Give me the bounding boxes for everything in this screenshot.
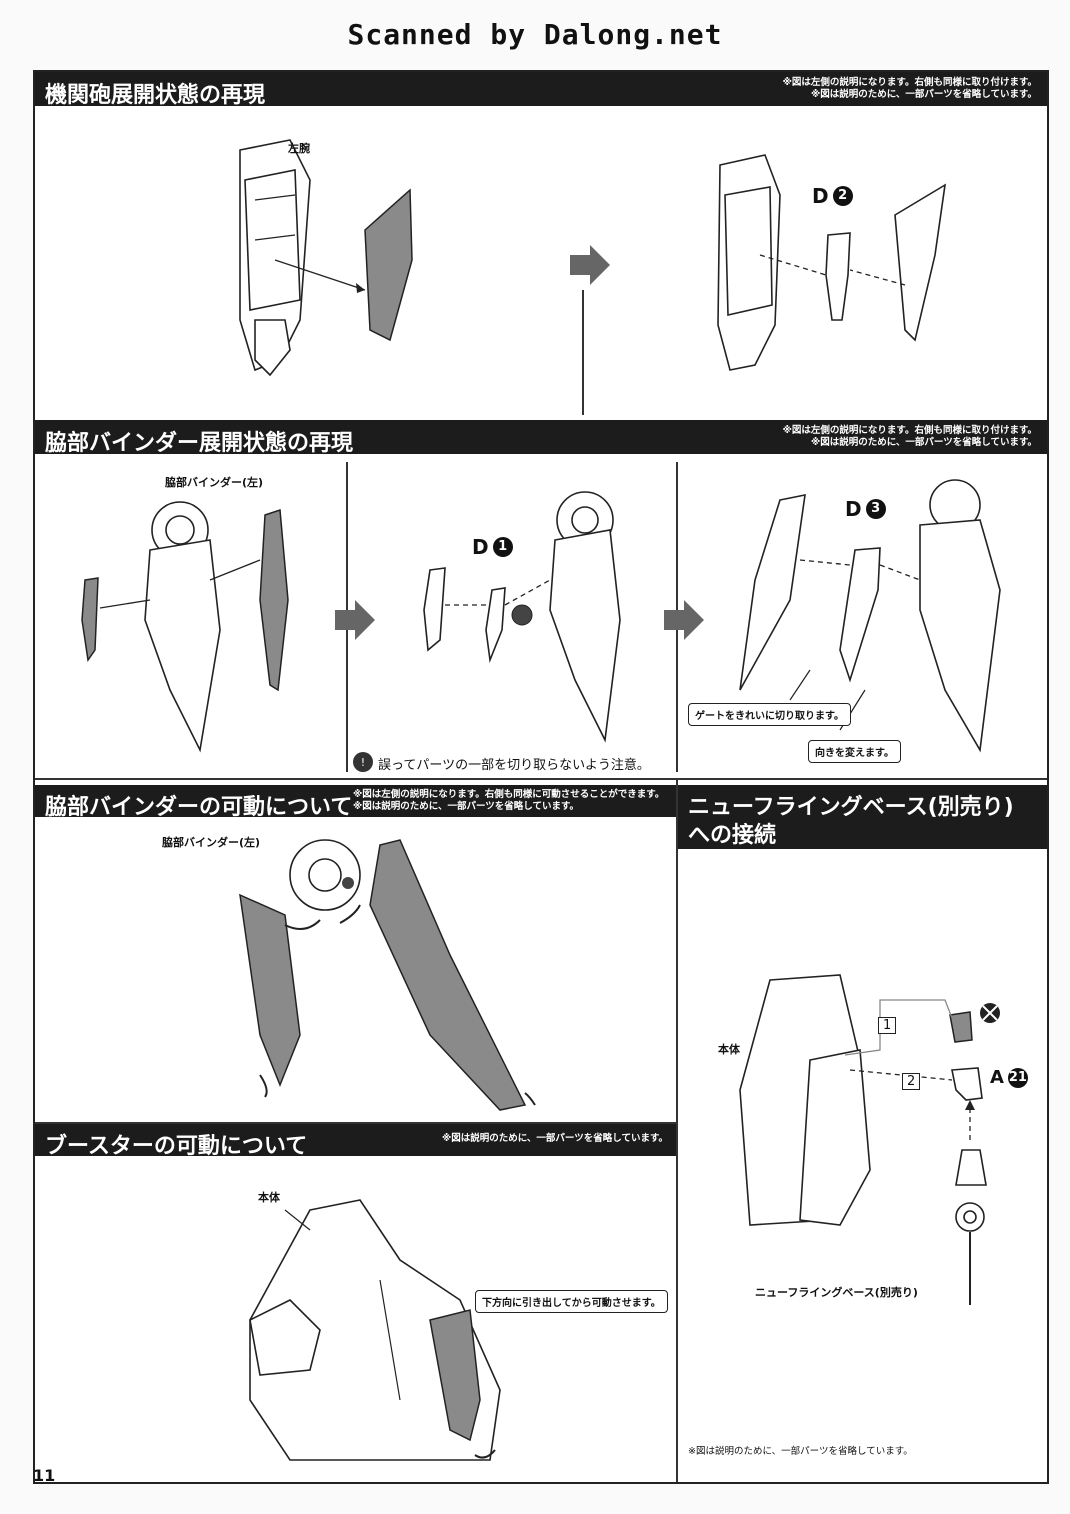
divider [35, 1122, 676, 1124]
part-tag-d2: D 2 [812, 184, 853, 208]
section-binder-deploy-header: 脇部バインダー展開状態の再現 ※図は左側の説明になります。右側も同様に取り付けま… [35, 420, 1047, 456]
section-flying-base-header: ニューフライングベース(別売り) への接続 [678, 785, 1047, 849]
part-tag-d3: D 3 [845, 497, 886, 521]
part-letter: D [812, 184, 829, 208]
label-body: 本体 [718, 1043, 740, 1056]
warning-text: 誤ってパーツの一部を切り取らないよう注意。 [378, 758, 650, 773]
label-binder-left: 脇部バインダー(左) [165, 476, 264, 489]
step-1-box: 1 [878, 1017, 897, 1034]
gun-illustration-left [239, 139, 413, 377]
section-flying-base-title-2: への接続 [688, 823, 777, 848]
note-line: ※図は説明のために、一部パーツを省略しています。 [353, 801, 580, 812]
part-number: 2 [832, 186, 853, 206]
note-line: ※図は左側の説明になります。右側も同様に取り付けます。 [782, 77, 1037, 88]
footnote: ※図は説明のために、一部パーツを省略しています。 [688, 1446, 913, 1457]
part-letter: A [990, 1067, 1004, 1088]
warning-icon: ! [353, 752, 373, 772]
part-letter: D [845, 497, 862, 521]
section-gun-notes: ※図は左側の説明になります。右側も同様に取り付けます。 ※図は説明のために、一部… [783, 77, 1037, 101]
note-line: ※図は説明のために、一部パーツを省略しています。 [810, 437, 1037, 448]
svg-text:!: ! [361, 756, 365, 769]
part-number: 3 [865, 499, 886, 519]
section-binder-deploy-notes: ※図は左側の説明になります。右側も同様に取り付けます。 ※図は説明のために、一部… [783, 425, 1037, 449]
label-binder-left: 脇部バインダー(左) [162, 836, 261, 849]
page-frame [33, 70, 1049, 1484]
binder-deploy-step1 [81, 501, 289, 753]
part-tag-d1: D 1 [472, 535, 513, 559]
note-line: ※図は左側の説明になります。右側も同様に可動させることができます。 [353, 789, 665, 800]
flying-base-illustration [739, 974, 1000, 1305]
section-booster-header: ブースターの可動について ※図は説明のために、一部パーツを省略しています。 [35, 1124, 676, 1159]
divider [35, 778, 1047, 780]
section-binder-move-header: 脇部バインダーの可動について ※図は左側の説明になります。右側も同様に可動させる… [35, 785, 676, 820]
section-booster-title: ブースターの可動について [45, 1134, 308, 1159]
section-gun-title: 機関砲展開状態の再現 [45, 83, 266, 108]
label-body: 本体 [258, 1191, 280, 1204]
section-gun-header: 機関砲展開状態の再現 ※図は左側の説明になります。右側も同様に取り付けます。 ※… [35, 72, 1047, 108]
note-line: ※図は左側の説明になります。右側も同様に取り付けます。 [782, 425, 1037, 436]
section-binder-move-title: 脇部バインダーの可動について [45, 795, 353, 820]
callout-direction: 向きを変えます。 [808, 740, 901, 763]
step-2-box: 2 [902, 1073, 921, 1090]
label-flying-base: ニューフライングベース(別売り) [755, 1286, 918, 1299]
page-number: 11 [33, 1466, 56, 1485]
binder-deploy-step2 [423, 491, 621, 743]
label-left-arm: 左腕 [288, 142, 310, 155]
next-arrow [335, 600, 375, 640]
note-line: ※図は説明のために、一部パーツを省略しています。 [810, 89, 1037, 100]
section-binder-deploy-title: 脇部バインダー展開状態の再現 [45, 431, 354, 456]
next-arrow [570, 245, 610, 285]
gun-illustration-right [717, 154, 947, 371]
section-binder-move-notes: ※図は左側の説明になります。右側も同様に可動させることができます。 ※図は説明の… [353, 789, 664, 813]
part-number: 1 [492, 537, 513, 557]
binder-move-illustration [239, 839, 536, 1111]
part-letter: D [472, 535, 489, 559]
callout-booster: 下方向に引き出してから可動させます。 [475, 1290, 668, 1313]
booster-illustration [249, 1199, 501, 1461]
divider [676, 778, 678, 1482]
section-flying-base-title-1: ニューフライングベース(別売り) [688, 795, 1014, 820]
callout-gate: ゲートをきれいに切り取ります。 [688, 703, 851, 726]
divider [582, 290, 584, 415]
next-arrow [664, 600, 704, 640]
part-tag-a21: A 21 [990, 1067, 1028, 1088]
scan-credit: Scanned by Dalong.net [347, 18, 723, 51]
part-number: 21 [1007, 1067, 1028, 1088]
section-booster-note: ※図は説明のために、一部パーツを省略しています。 [441, 1133, 668, 1144]
binder-deploy-step3 [739, 479, 1001, 753]
